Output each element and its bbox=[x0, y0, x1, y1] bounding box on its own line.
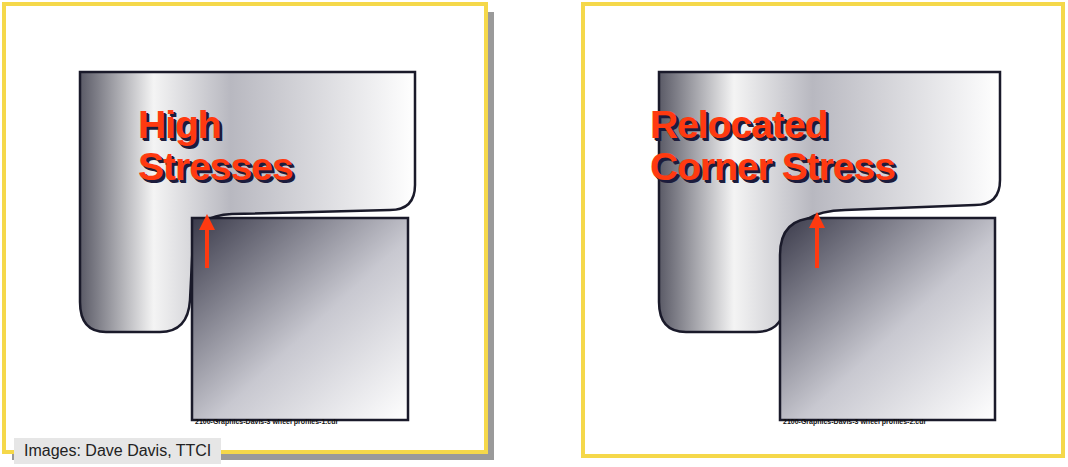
panel-frame bbox=[583, 4, 1063, 456]
stress-arrow bbox=[205, 228, 209, 268]
rail-head bbox=[192, 218, 408, 420]
stress-label: High Stresses bbox=[138, 104, 328, 188]
stress-arrow-head bbox=[809, 212, 825, 228]
stress-arrow-head bbox=[199, 214, 215, 230]
file-name: 2100-Graphics-Davis-3 wheel profiles-1.c… bbox=[195, 418, 338, 425]
stress-arrow bbox=[815, 226, 819, 268]
image-credit: Images: Dave Davis, TTCI bbox=[14, 438, 221, 464]
file-name: 2100-Graphics-Davis-3 wheel profiles-2.c… bbox=[783, 418, 926, 425]
rail-head-rounded bbox=[780, 218, 995, 420]
stress-label: Relocated Corner Stress bbox=[650, 104, 942, 188]
panel-frame bbox=[4, 4, 486, 452]
